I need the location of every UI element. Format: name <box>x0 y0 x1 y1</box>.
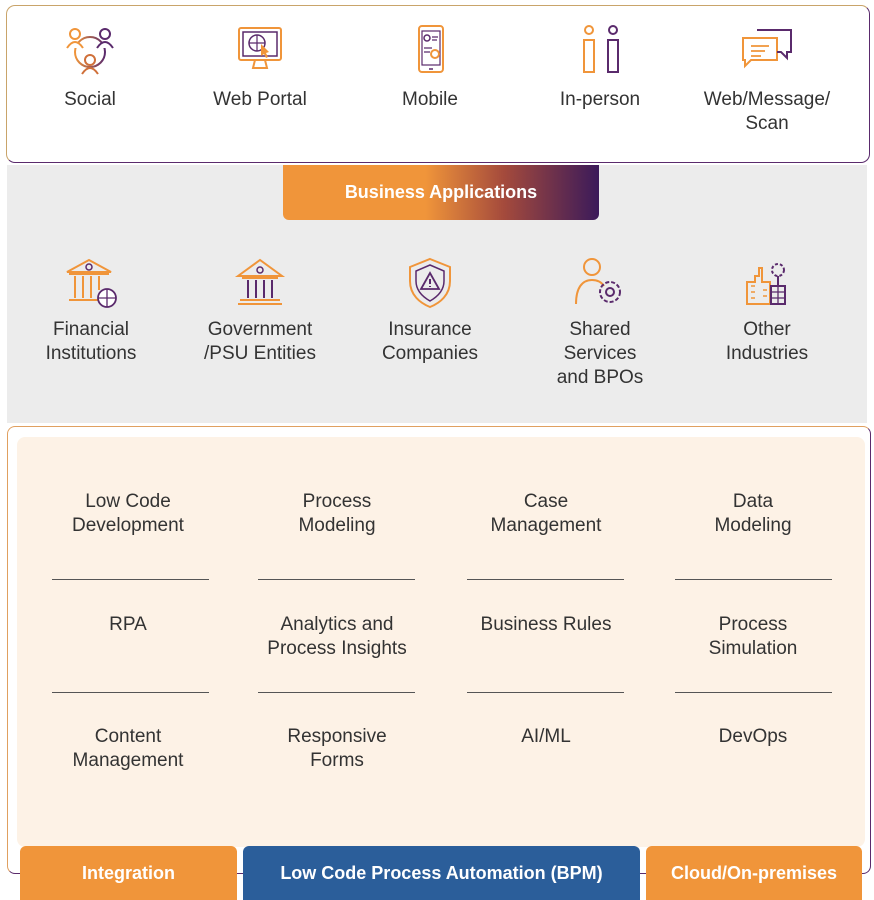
capability-responsive-forms: Responsive Forms <box>287 726 387 771</box>
industry-label: Shared Services and BPOs <box>556 319 644 388</box>
factory-icon <box>746 263 786 305</box>
channel-label: In-person <box>559 89 641 110</box>
industry-label: Financial Institutions <box>45 319 137 364</box>
channel-mobile: Mobile <box>355 24 505 112</box>
capability-ai-ml: AI/ML <box>521 726 571 747</box>
industry-government: Government /PSU Entities <box>175 256 345 366</box>
channel-label: Web Portal <box>213 89 307 110</box>
bpm-bar: Low Code Process Automation (BPM) <box>243 846 640 900</box>
social-users-icon <box>66 28 114 75</box>
industry-financial: Financial Institutions <box>6 256 176 366</box>
capability-business-rules: Business Rules <box>480 614 612 635</box>
industry-shared-services: Shared Services and BPOs <box>515 256 685 390</box>
divider <box>258 692 415 693</box>
divider <box>467 579 624 580</box>
message-icon <box>742 29 792 69</box>
channel-social: Social <box>15 24 165 112</box>
shield-warning-icon <box>409 257 451 309</box>
capability-rpa: RPA <box>109 614 147 635</box>
channel-label: Web/Message/ Scan <box>703 89 831 134</box>
capability-case-management: Case Management <box>490 491 602 536</box>
industry-label: Other Industries <box>725 319 809 364</box>
web-portal-icon <box>238 27 282 69</box>
industry-label: Government /PSU Entities <box>204 319 316 364</box>
integration-bar: Integration <box>20 846 237 900</box>
channel-in-person: In-person <box>525 24 675 112</box>
capabilities-panel <box>17 437 865 847</box>
government-building-icon <box>234 258 286 305</box>
channel-web-message-scan: Web/Message/ Scan <box>692 24 842 136</box>
capability-analytics: Analytics and Process Insights <box>267 614 407 659</box>
business-applications-title: Business Applications <box>283 165 599 220</box>
divider <box>258 579 415 580</box>
bank-icon <box>66 258 117 308</box>
channel-label: Mobile <box>402 89 458 110</box>
capability-devops: DevOps <box>718 726 788 747</box>
person-gear-icon <box>575 258 621 305</box>
industry-other: Other Industries <box>682 256 852 366</box>
divider <box>675 579 832 580</box>
in-person-icon <box>583 25 619 73</box>
mobile-icon <box>418 25 444 73</box>
capability-process-simulation: Process Simulation <box>708 614 798 659</box>
divider <box>467 692 624 693</box>
capability-low-code: Low Code Development <box>72 491 184 536</box>
industry-insurance: Insurance Companies <box>345 256 515 366</box>
industry-label: Insurance Companies <box>381 319 479 364</box>
divider <box>52 692 209 693</box>
channel-label: Social <box>64 89 116 110</box>
capability-process-modeling: Process Modeling <box>298 491 376 536</box>
divider <box>675 692 832 693</box>
capability-data-modeling: Data Modeling <box>714 491 792 536</box>
divider <box>52 579 209 580</box>
cloud-bar: Cloud/On-premises <box>646 846 862 900</box>
channel-web-portal: Web Portal <box>185 24 335 112</box>
capability-content-management: Content Management <box>72 726 184 771</box>
